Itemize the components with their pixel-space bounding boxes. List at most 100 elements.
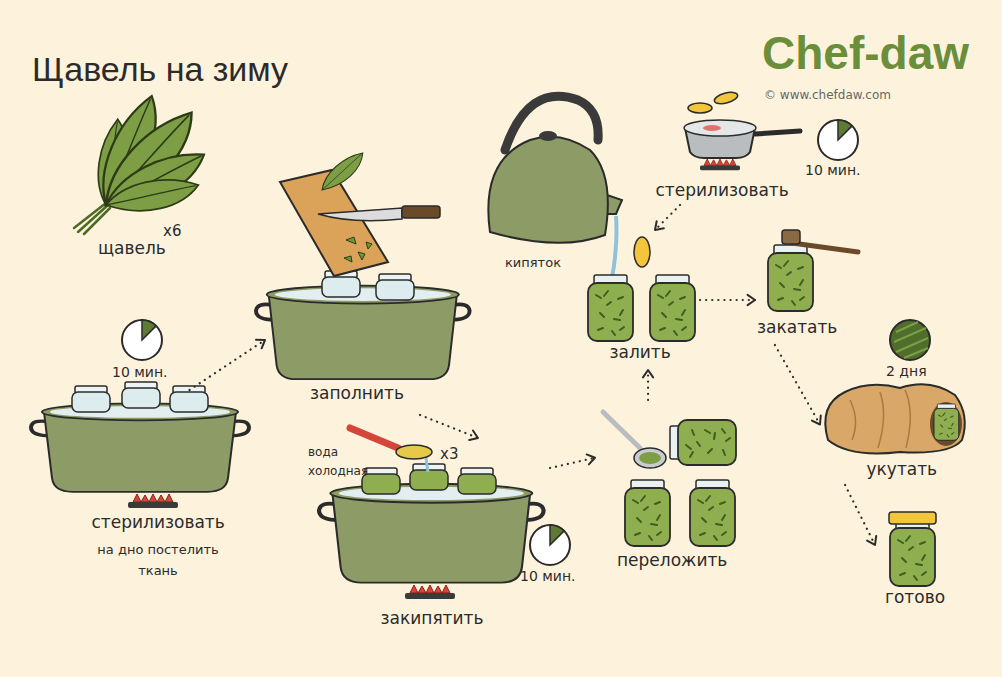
burner	[700, 159, 740, 170]
dotted-arrow	[550, 454, 595, 468]
timer	[122, 320, 162, 360]
pot	[256, 286, 470, 380]
spoon-bowl	[634, 448, 666, 468]
step-caption: стерилизовать	[92, 512, 225, 532]
blanket-folds	[850, 390, 910, 448]
step-box: закатать	[755, 225, 860, 345]
step-box: x6щавель	[60, 125, 210, 265]
jar	[934, 404, 959, 440]
dotted-line	[420, 415, 478, 438]
arrow-head	[587, 454, 595, 464]
knife-handle	[402, 206, 440, 218]
pot	[31, 403, 249, 491]
note-label: © www.chefdaw.com	[764, 88, 891, 102]
timer-hatch	[894, 322, 928, 358]
arrow-head	[643, 370, 653, 377]
boiling-water	[612, 216, 617, 278]
spoon-handle	[603, 412, 640, 448]
jar-lid	[889, 512, 936, 524]
leaf	[315, 153, 369, 190]
step-caption: щавель	[98, 238, 166, 258]
step-caption: на дно постелить ткань	[83, 540, 233, 582]
dotted-arrow	[775, 345, 821, 425]
spoon-sorrel	[639, 452, 661, 464]
step-caption: переложить	[617, 550, 727, 570]
step-box: переложить	[595, 400, 740, 575]
jar	[768, 245, 813, 311]
sorrel-bunch	[71, 96, 211, 234]
step-box: кипяток	[480, 95, 615, 275]
leaf	[106, 163, 198, 227]
blanket	[825, 384, 964, 453]
dotted-line	[190, 340, 266, 390]
seamer-handle	[792, 243, 858, 252]
step-box: стерилизовать	[645, 100, 800, 205]
step-box: стерилизовать на дно постелить ткань	[25, 390, 260, 595]
step-caption: кипяток	[505, 255, 561, 271]
dotted-line	[700, 299, 755, 301]
jar	[625, 480, 670, 546]
note-label: 10 мин.	[112, 364, 168, 381]
dotted-arrow	[845, 485, 876, 545]
pan-handle	[755, 131, 800, 134]
dotted-arrow	[655, 205, 680, 230]
ladle-bowl	[396, 445, 432, 459]
note-label: 10 мин.	[805, 162, 861, 179]
kettle-knob	[539, 131, 557, 141]
dotted-line	[845, 485, 875, 545]
kettle-body	[488, 137, 608, 243]
note-label: 2 дня	[886, 363, 927, 380]
arrow-head	[469, 431, 478, 440]
dotted-line	[550, 458, 595, 468]
jar	[650, 275, 695, 341]
jar	[410, 464, 448, 490]
step-box: готово	[875, 505, 955, 610]
dotted-arrow	[420, 415, 478, 440]
jar	[72, 386, 110, 412]
step-caption: заполнить	[310, 383, 404, 403]
seamer-head	[782, 230, 800, 244]
pot	[319, 484, 544, 583]
diagram-title: Щавель на зиму	[32, 50, 288, 89]
knife-blade	[318, 208, 402, 221]
step-caption: x6	[163, 222, 181, 240]
burner	[405, 585, 455, 599]
jar	[122, 382, 160, 408]
step-caption: залить	[610, 342, 671, 362]
arrow-head	[812, 416, 821, 425]
step-box: вода холоднаяx3закипятить	[305, 438, 550, 638]
step-box: заполнить	[265, 165, 470, 415]
jar	[670, 420, 736, 465]
step-box: залить	[580, 230, 700, 370]
jar	[376, 274, 414, 300]
jar	[890, 520, 935, 586]
step-caption: готово	[885, 587, 945, 607]
dotted-arrow	[643, 370, 653, 400]
dotted-arrow	[190, 340, 266, 390]
blanket-opening	[930, 402, 962, 446]
arrow-head	[256, 340, 265, 348]
step-caption: вода холодная	[308, 443, 372, 481]
jar	[588, 275, 633, 341]
step-caption: закатать	[757, 317, 837, 337]
dotted-arrow	[700, 295, 755, 305]
jar	[458, 468, 496, 494]
timer-full	[890, 320, 930, 360]
dotted-line	[655, 205, 680, 230]
arrow-head	[867, 536, 876, 545]
timer	[818, 120, 858, 160]
lid	[713, 90, 739, 106]
step-box: укутать	[820, 375, 970, 485]
chopped-sorrel	[344, 237, 372, 262]
arrow-head	[748, 295, 755, 305]
step-caption: x3	[440, 445, 458, 463]
step-caption: укутать	[867, 459, 938, 479]
pan-lid	[703, 125, 721, 131]
stems	[74, 203, 110, 234]
logo-text: Chef-daw	[762, 26, 969, 81]
water-stream	[426, 458, 428, 472]
dotted-line	[647, 370, 649, 400]
note-label: 10 мин.	[520, 568, 576, 585]
lid	[688, 103, 712, 113]
